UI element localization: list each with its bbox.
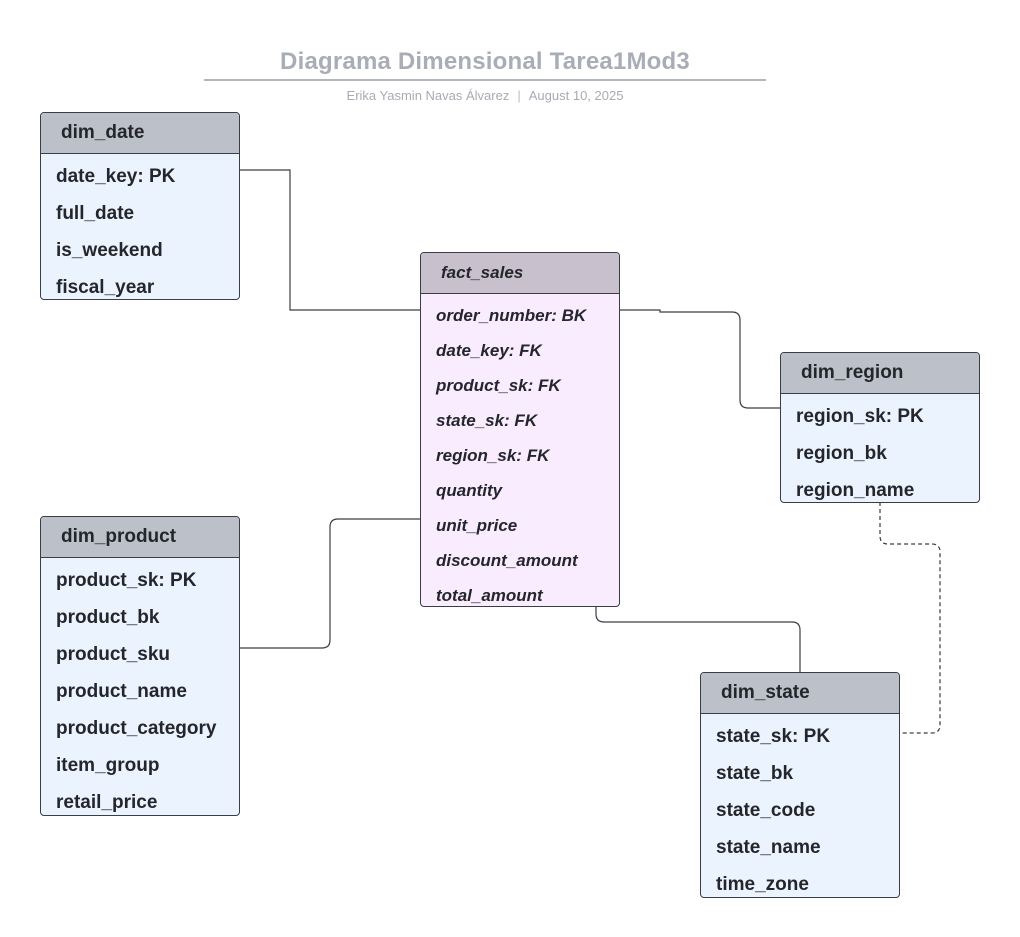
dim-region-header: dim_region — [781, 353, 979, 394]
dim-state-header: dim_state — [701, 673, 899, 714]
fact-sales-fields: order_number: BK date_key: FK product_sk… — [421, 294, 619, 606]
dim-state-table[interactable]: dim_state state_sk: PK state_bk state_co… — [700, 672, 900, 898]
connector-product-fact — [240, 518, 420, 649]
diagram-date: August 10, 2025 — [528, 88, 624, 103]
field-row: region_bk — [796, 443, 887, 464]
field-row: region_name — [796, 480, 915, 501]
field-row: product_sku — [56, 644, 171, 665]
field-row: quantity — [436, 481, 503, 500]
field-row: product_bk — [56, 607, 160, 628]
field-row: product_category — [56, 718, 217, 739]
field-row: state_code — [716, 800, 816, 821]
dim-date-table[interactable]: dim_date date_key: PK full_date is_weeke… — [40, 112, 240, 300]
field-row: fiscal_year — [56, 277, 155, 298]
dim-product-fields: product_sk: PK product_bk product_sku pr… — [41, 558, 239, 815]
field-row: state_bk — [716, 763, 794, 784]
field-row: unit_price — [436, 516, 518, 535]
field-row: time_zone — [716, 874, 809, 895]
connector-date-fact — [240, 169, 420, 311]
diagram-subtitle: Erika Yasmin Navas Álvarez | August 10, 20… — [0, 88, 970, 103]
dim-region-fields: region_sk: PK region_bk region_name — [781, 394, 979, 502]
field-row: region_sk: PK — [796, 406, 924, 427]
field-row: product_sk: PK — [56, 570, 197, 591]
dim-product-table[interactable]: dim_product product_sk: PK product_bk pr… — [40, 516, 240, 816]
dim-product-header: dim_product — [41, 517, 239, 558]
fact-sales-table[interactable]: fact_sales order_number: BK date_key: FK… — [420, 252, 620, 607]
field-row: product_sk: FK — [436, 376, 561, 395]
field-row: is_weekend — [56, 240, 163, 261]
dim-state-fields: state_sk: PK state_bk state_code state_n… — [701, 714, 899, 897]
field-row: region_sk: FK — [436, 446, 550, 465]
author-name: Erika Yasmin Navas Álvarez — [346, 88, 510, 103]
field-row: state_sk: PK — [716, 726, 831, 747]
field-row: date_key: FK — [436, 341, 542, 360]
title-underline — [204, 79, 766, 81]
field-row: date_key: PK — [56, 166, 176, 187]
dim-region-table[interactable]: dim_region region_sk: PK region_bk regio… — [780, 352, 980, 503]
field-row: state_name — [716, 837, 821, 858]
diagram-title: Diagrama Dimensional Tarea1Mod3 — [280, 48, 690, 75]
connector-fact-state — [595, 607, 801, 672]
field-row: product_name — [56, 681, 187, 702]
field-row: order_number: BK — [436, 306, 587, 325]
field-row: state_sk: FK — [436, 411, 538, 430]
dim-date-header: dim_date — [41, 113, 239, 154]
connector-region-state — [879, 502, 941, 734]
field-row: full_date — [56, 203, 135, 224]
field-row: total_amount — [436, 586, 543, 605]
connector-fact-region — [620, 309, 780, 409]
field-row: item_group — [56, 755, 160, 776]
dim-date-fields: date_key: PK full_date is_weekend fiscal… — [41, 154, 239, 299]
fact-sales-header: fact_sales — [421, 253, 619, 294]
field-row: retail_price — [56, 792, 158, 813]
subtitle-separator: | — [517, 88, 521, 103]
field-row: discount_amount — [436, 551, 578, 570]
